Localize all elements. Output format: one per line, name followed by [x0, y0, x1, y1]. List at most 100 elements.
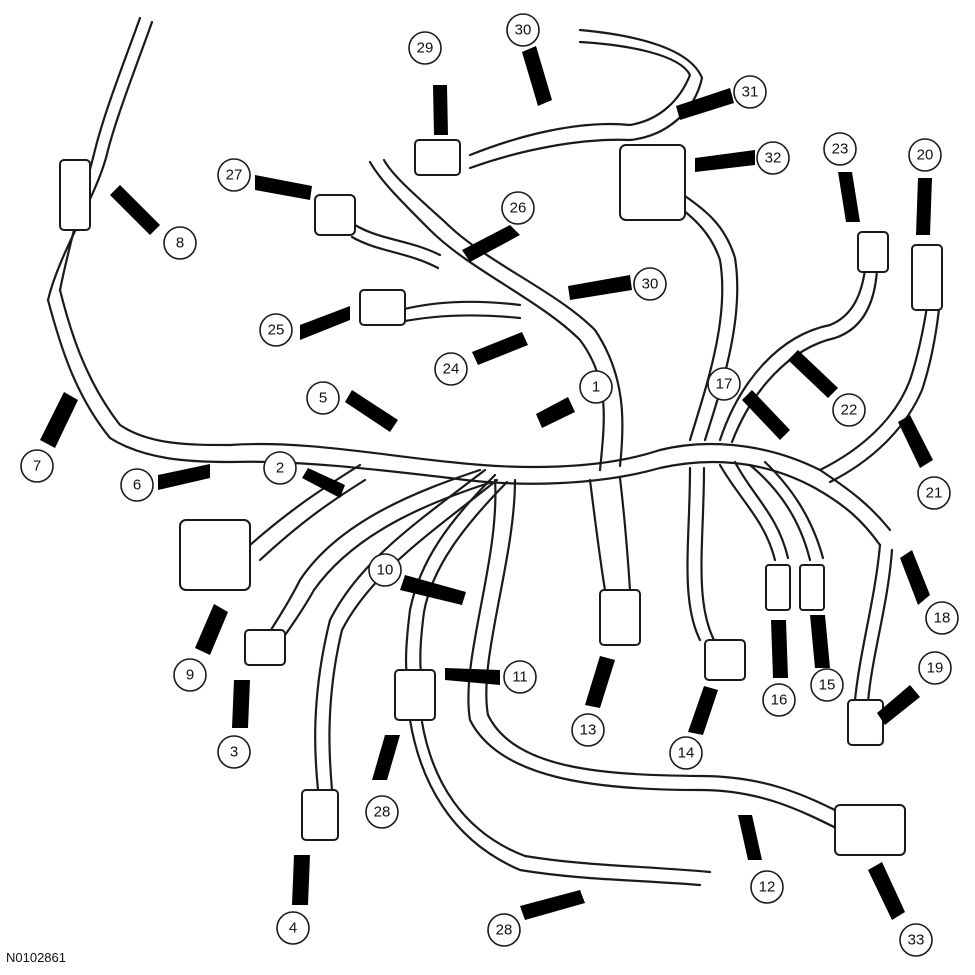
arrow-24: [472, 332, 528, 365]
arrow-28a: [372, 735, 400, 780]
connectors: [59, 139, 943, 856]
callout-6-label: 6: [133, 477, 141, 494]
callout-2-circle: [263, 451, 297, 485]
arrow-21: [898, 415, 933, 468]
arrow-33: [868, 862, 905, 920]
arrow-28b: [520, 890, 585, 920]
callout-14-circle: [669, 736, 703, 770]
arrow-10: [400, 575, 466, 605]
arrow-31: [676, 88, 734, 120]
callout-29-circle: [408, 31, 442, 65]
callout-33-circle: [899, 923, 933, 957]
callout-25-circle: [259, 313, 293, 347]
arrow-22: [788, 350, 838, 398]
callout-5-label: 5: [319, 390, 327, 407]
connector-4: [301, 789, 339, 841]
connector-11: [394, 669, 436, 721]
callout-13-label: 13: [580, 722, 597, 739]
callout-25-label: 25: [268, 322, 285, 339]
callout-2-label: 2: [276, 460, 284, 477]
connector-8: [59, 159, 91, 231]
callout-7-label: 7: [33, 458, 41, 475]
connector-16: [765, 564, 791, 611]
callout-17-label: 17: [716, 376, 733, 393]
arrow-2: [302, 468, 345, 498]
callout-10-label: 10: [377, 562, 394, 579]
callout-18-label: 18: [934, 610, 951, 627]
pointer-arrows: [40, 46, 933, 920]
callout-4-label: 4: [289, 920, 297, 937]
callout-24-label: 24: [443, 361, 460, 378]
callout-26-circle: [501, 191, 535, 225]
callout-20-label: 20: [917, 147, 934, 164]
arrow-17: [742, 390, 790, 440]
callout-4-circle: [276, 911, 310, 945]
callout-31-label: 31: [742, 84, 759, 101]
callout-9-circle: [173, 658, 207, 692]
arrow-29: [433, 85, 448, 135]
arrow-27: [255, 175, 312, 200]
arrow-13: [585, 656, 615, 708]
callout-3-circle: [217, 735, 251, 769]
callout-5-circle: [306, 381, 340, 415]
connector-14: [704, 639, 746, 681]
figure-id: N0102861: [6, 950, 66, 965]
callout-14-label: 14: [678, 745, 695, 762]
arrow-15: [810, 615, 830, 668]
arrow-16: [771, 620, 788, 678]
callout-30b-circle: [633, 267, 667, 301]
arrow-18: [900, 550, 930, 605]
connector-29: [414, 139, 461, 176]
callout-27-circle: [217, 158, 251, 192]
connector-27: [314, 194, 356, 236]
callout-26-label: 26: [510, 200, 527, 217]
callout-13-circle: [571, 713, 605, 747]
callout-1-label: 1: [592, 379, 600, 396]
callout-15-label: 15: [819, 677, 836, 694]
callout-8-circle: [163, 226, 197, 260]
arrow-3: [232, 680, 250, 728]
callout-7-circle: [20, 449, 54, 483]
callout-12-label: 12: [759, 879, 776, 896]
arrow-12: [738, 815, 762, 860]
callout-18-circle: [925, 601, 959, 635]
arrow-25: [300, 306, 350, 340]
arrow-4: [292, 855, 310, 905]
callout-21-label: 21: [926, 485, 943, 502]
connector-19: [847, 699, 884, 746]
callout-30a-label: 30: [515, 22, 532, 39]
arrow-32: [695, 150, 755, 172]
arrow-30a: [522, 46, 552, 106]
callout-6-circle: [120, 468, 154, 502]
callout-27-label: 27: [226, 167, 243, 184]
callout-8-label: 8: [176, 235, 184, 252]
callout-1-circle: [579, 370, 613, 404]
arrow-14: [688, 686, 718, 735]
callout-23-label: 23: [832, 141, 849, 158]
arrow-8: [110, 185, 160, 235]
connector-32: [619, 144, 686, 221]
harness-wiring: [46, 16, 942, 887]
callout-32-label: 32: [765, 150, 782, 167]
callout-10-circle: [368, 553, 402, 587]
callout-30a-circle: [506, 13, 540, 47]
callout-23-circle: [823, 132, 857, 166]
callout-16-label: 16: [771, 692, 788, 709]
callout-19-circle: [918, 651, 952, 685]
callouts: 1 2 3 4 5 6 7 8 9 10 11 12 13 14 15 16 1: [20, 13, 959, 957]
callout-24-circle: [434, 352, 468, 386]
callout-20-circle: [908, 138, 942, 172]
arrow-30b: [568, 275, 632, 300]
connector-15: [799, 564, 825, 611]
arrow-7: [40, 392, 78, 448]
callout-28a-label: 28: [374, 804, 391, 821]
connector-9: [179, 519, 251, 591]
callout-31-circle: [733, 75, 767, 109]
arrow-19: [877, 685, 920, 725]
connector-3: [244, 629, 286, 666]
callout-32-circle: [756, 141, 790, 175]
connector-23: [857, 231, 889, 273]
connector-25: [359, 289, 406, 326]
callout-12-circle: [750, 870, 784, 904]
